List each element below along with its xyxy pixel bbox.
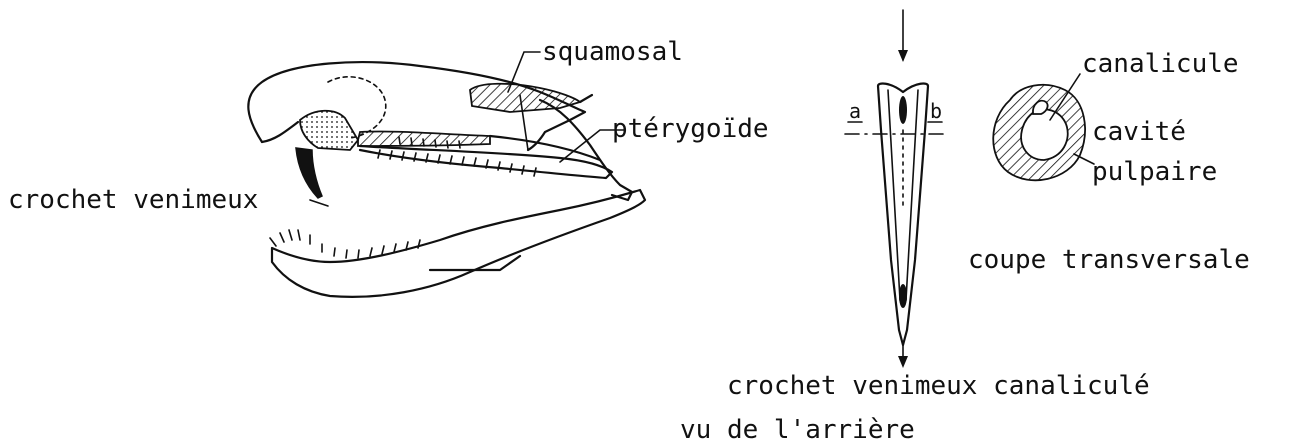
label-squamosal: squamosal [542,37,683,67]
label-coupe-transversale: coupe transversale [968,245,1250,275]
venom-fang [296,148,322,198]
dentine-ring [993,85,1085,180]
snake-skull-drawing [248,52,645,297]
caption-line-1: crochet venimeux canaliculé [727,371,1150,401]
label-crochet-venimeux: crochet venimeux [8,185,258,215]
section-label-a: a [849,99,861,123]
crochet-leader [310,200,328,206]
label-pulpaire: pulpaire [1092,157,1217,187]
maxilla-bone [300,111,358,150]
label-cavite: cavité [1092,117,1186,147]
fang-back-view: a b [845,10,945,368]
squamosal-bone [470,84,580,112]
cross-section [993,74,1094,180]
section-label-b: b [930,99,942,123]
label-pterygoide: ptérygoïde [612,114,769,144]
label-canalicule: canalicule [1082,49,1239,79]
caption-line-2: vu de l'arrière [680,415,915,445]
